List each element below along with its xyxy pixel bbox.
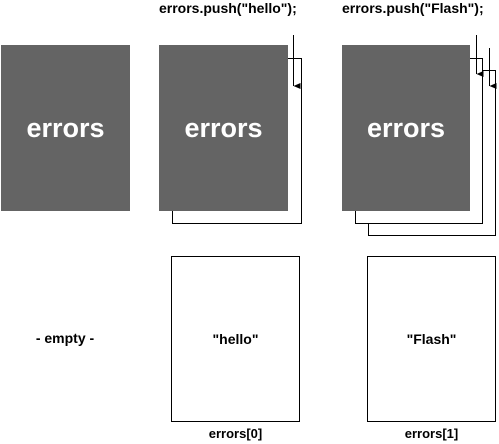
- errors-stack-empty: errors: [1, 45, 130, 211]
- item-box-flash: "Flash": [367, 256, 496, 422]
- index-label-1: errors[1]: [404, 426, 459, 441]
- errors-stack-one: errors: [159, 45, 288, 211]
- stack-label: errors: [184, 112, 263, 143]
- push-flash-code: errors.push("Flash");: [342, 0, 484, 16]
- item-value-hello: "hello": [212, 331, 259, 347]
- errors-stack-two: errors: [342, 45, 470, 211]
- push-hello-code: errors.push("hello");: [159, 0, 297, 16]
- item-value-flash: "Flash": [406, 331, 457, 347]
- empty-label: - empty -: [35, 330, 95, 346]
- stack-label: errors: [26, 112, 105, 143]
- stack-label: errors: [366, 112, 446, 143]
- index-label-0: errors[0]: [208, 426, 263, 441]
- item-box-hello: "hello": [171, 256, 300, 422]
